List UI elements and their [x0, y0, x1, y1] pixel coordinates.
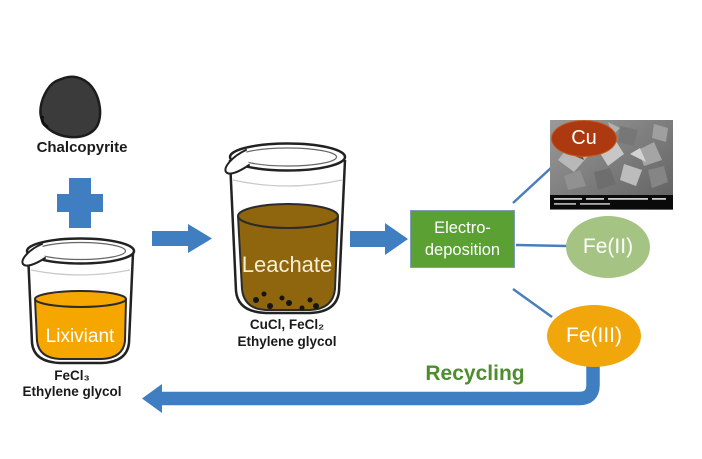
fe2-product-ellipse: Fe(II)	[566, 216, 650, 278]
fe3-label: Fe(III)	[566, 324, 622, 347]
leachate-beaker	[224, 142, 347, 315]
lixiviant-beaker	[21, 237, 136, 365]
electrodeposition-label-line1: Electro-	[434, 219, 491, 237]
feed-right-arrow-icon	[350, 223, 408, 255]
electrodeposition-label-line2: deposition	[424, 241, 501, 259]
plus-icon	[57, 178, 103, 228]
leachate-label: Leachate	[241, 252, 333, 277]
lixiviant-composition-line2: Ethylene glycol	[22, 384, 122, 399]
fe2-label: Fe(II)	[582, 235, 634, 258]
lixiviant-label: Lixiviant	[45, 326, 115, 347]
lixiviant-composition-line1: FeCl₃	[54, 368, 90, 383]
chalcopyrite-label: Chalcopyrite	[36, 139, 128, 156]
recycling-label: Recycling	[425, 362, 525, 385]
cu-label: Cu	[571, 127, 597, 149]
fe3-product-ellipse: Fe(III)	[547, 305, 641, 367]
leachate-composition-line1: CuCl, FeCl₂	[249, 317, 325, 332]
mix-right-arrow-icon	[152, 224, 212, 253]
chalcopyrite-rock-icon	[39, 75, 102, 139]
electrodeposition-box: Electro- deposition	[410, 210, 515, 268]
leachate-composition-line2: Ethylene glycol	[237, 334, 337, 349]
sem-info-bar	[550, 195, 673, 209]
cu-product-ellipse: Cu	[551, 120, 617, 157]
